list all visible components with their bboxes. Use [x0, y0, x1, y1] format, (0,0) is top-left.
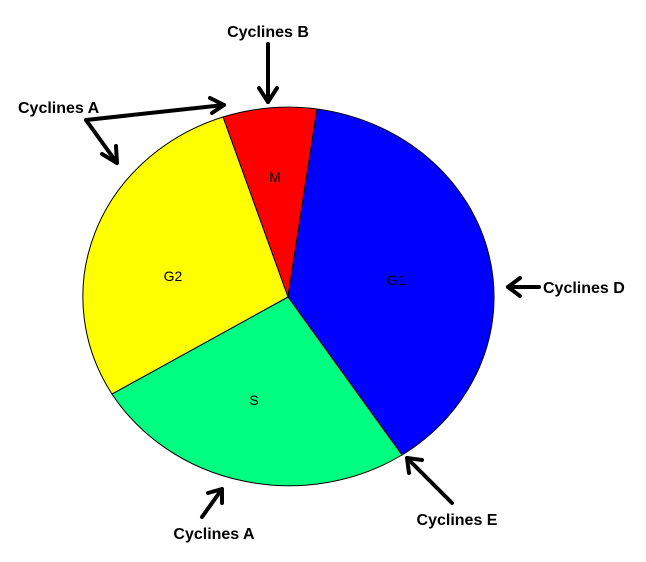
callout-cyclines-e: Cyclines E [417, 512, 498, 529]
label-s-phase: S [249, 392, 258, 408]
slice-g1-phase [287, 108, 495, 456]
callout-cyclines-a-bottom: Cyclines A [173, 526, 255, 543]
arrow-cyclines-a-top [84, 96, 226, 165]
label-g1-phase: G1 [387, 272, 406, 288]
arrow-cyclines-d [506, 276, 541, 298]
arrow-cyclines-e [405, 456, 454, 505]
slice-g2-phase [82, 116, 289, 395]
label-m-phase: M [269, 169, 281, 185]
label-g2-phase: G2 [164, 268, 183, 284]
callout-cyclines-a-top: Cyclines A [18, 100, 100, 117]
callout-cyclines-d: Cyclines D [543, 280, 625, 297]
callout-cyclines-b: Cyclines B [227, 24, 309, 41]
arrow-cyclines-a-bottom [200, 487, 224, 519]
arrow-cyclines-b [257, 42, 279, 104]
slice-s-phase [111, 296, 403, 487]
